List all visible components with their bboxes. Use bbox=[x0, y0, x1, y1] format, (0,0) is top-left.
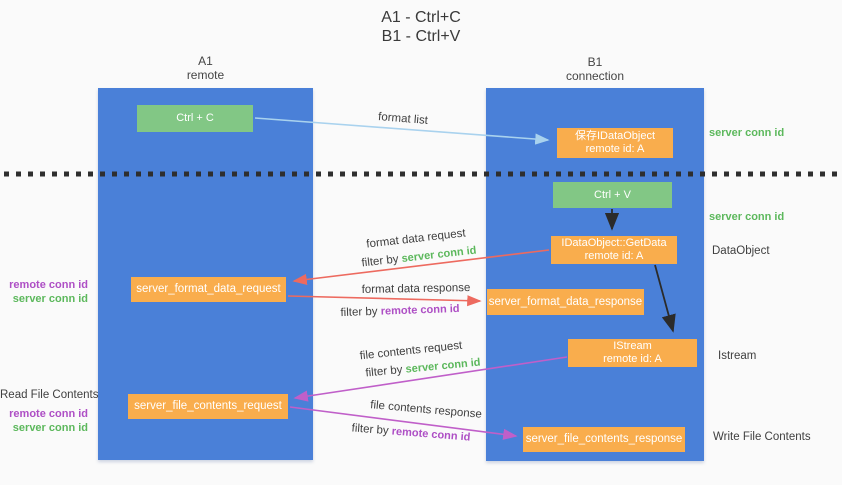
save-idataobject-node: 保存IDataObject remote id: A bbox=[557, 128, 673, 158]
filter-by-text: filter by bbox=[340, 305, 381, 320]
save-idataobject-line2: remote id: A bbox=[585, 143, 645, 155]
server-conn-id-annotation-top: server conn id bbox=[709, 127, 785, 139]
ctrl-c-label: Ctrl + C bbox=[176, 112, 214, 124]
istream-node: IStream remote id: A bbox=[568, 339, 697, 367]
dataobject-annotation: DataObject bbox=[712, 245, 770, 257]
server-format-data-response-label: server_format_data_response bbox=[488, 295, 643, 308]
title-line-1: A1 - Ctrl+C bbox=[381, 9, 461, 26]
ctrl-c-node: Ctrl + C bbox=[137, 105, 253, 132]
server-format-data-request-label: server_format_data_request bbox=[136, 283, 281, 295]
idataobject-getdata-line2: remote id: A bbox=[584, 250, 644, 262]
server-conn-id-annotation-mid: server conn id bbox=[709, 211, 785, 223]
remote-conn-id-annotation: remote conn id bbox=[9, 279, 88, 291]
idataobject-getdata-line1: IDataObject::GetData bbox=[561, 237, 667, 249]
left-column-header: A1 remote bbox=[98, 54, 313, 82]
save-idataobject-line1: 保存IDataObject bbox=[574, 130, 656, 142]
idataobject-getdata-node: IDataObject::GetData remote id: A bbox=[551, 236, 677, 264]
left-column-name: A1 bbox=[198, 54, 213, 68]
remote-conn-id-text: remote conn id bbox=[391, 425, 471, 444]
server-file-contents-request-label: server_file_contents_request bbox=[134, 400, 282, 412]
server-file-contents-response-label: server_file_contents_response bbox=[525, 433, 683, 445]
file-request-conn-ids: remote conn id server conn id bbox=[0, 407, 88, 435]
istream-line2: remote id: A bbox=[603, 353, 662, 365]
filter-by-text: filter by bbox=[351, 422, 393, 438]
filter-by-text: filter by bbox=[364, 363, 407, 380]
remote-conn-id-annotation: remote conn id bbox=[9, 408, 88, 420]
istream-line1: IStream bbox=[613, 340, 652, 352]
server-conn-id-annotation: server conn id bbox=[12, 293, 88, 305]
right-column-role: connection bbox=[565, 69, 625, 83]
format-list-label: format list bbox=[377, 111, 429, 127]
title-line-2: B1 - Ctrl+V bbox=[381, 28, 461, 45]
istream-annotation: Istream bbox=[718, 350, 757, 362]
ctrl-v-node: Ctrl + V bbox=[553, 182, 672, 208]
right-column-name: B1 bbox=[587, 55, 603, 69]
right-column-header: B1 connection bbox=[486, 55, 704, 83]
server-format-data-request-node: server_format_data_request bbox=[131, 277, 286, 302]
filter-by-text: filter by bbox=[360, 253, 403, 270]
file-contents-response-filter-label: filter by remote conn id bbox=[336, 421, 486, 445]
server-conn-id-text: server conn id bbox=[405, 356, 482, 376]
format-data-response-arrow bbox=[287, 295, 482, 307]
format-data-response-label: format data response bbox=[361, 282, 471, 296]
diagram-title: A1 - Ctrl+C B1 - Ctrl+V bbox=[0, 8, 842, 46]
left-column-role: remote bbox=[186, 68, 225, 82]
file-contents-response-label: file contents response bbox=[369, 399, 483, 421]
server-file-contents-request-node: server_file_contents_request bbox=[128, 394, 288, 419]
format-data-response-filter-label: filter by remote conn id bbox=[325, 302, 475, 319]
format-request-conn-ids: remote conn id server conn id bbox=[0, 278, 88, 306]
server-format-data-response-node: server_format_data_response bbox=[487, 289, 644, 315]
read-file-contents-annotation: Read File Contents bbox=[0, 389, 99, 401]
remote-conn-id-text: remote conn id bbox=[380, 302, 460, 318]
write-file-contents-annotation: Write File Contents bbox=[713, 431, 811, 443]
server-file-contents-response-node: server_file_contents_response bbox=[523, 427, 685, 452]
server-conn-id-annotation: server conn id bbox=[12, 422, 88, 434]
server-conn-id-text: server conn id bbox=[400, 244, 478, 265]
ctrl-v-label: Ctrl + V bbox=[594, 188, 631, 201]
